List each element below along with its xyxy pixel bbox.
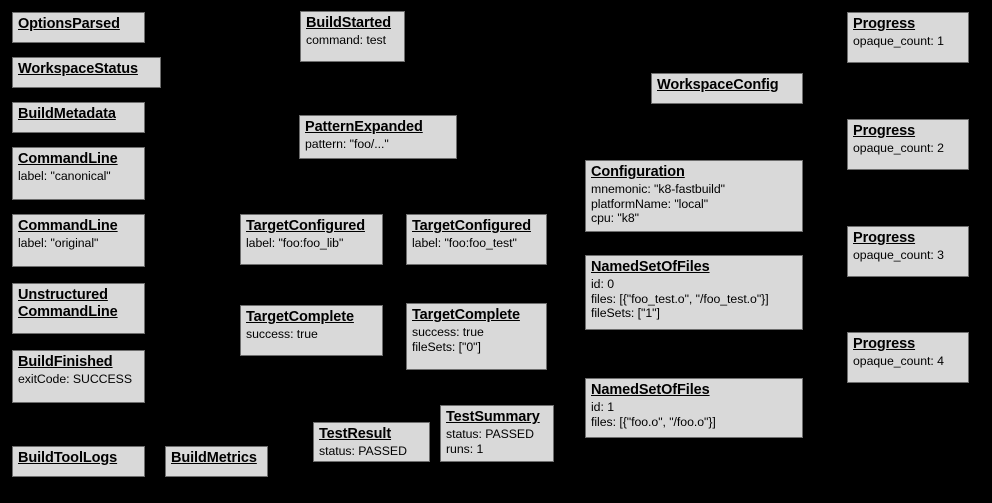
node-fields: opaque_count: 2: [853, 141, 944, 156]
event-node-configuration[interactable]: Configuration mnemonic: "k8-fastbuild" pl…: [585, 160, 803, 232]
event-node-named-set-of-files-1[interactable]: NamedSetOfFiles id: 1 files: [{"foo.o", "…: [585, 378, 803, 438]
node-title: Progress: [853, 16, 916, 32]
node-fields: id: 1 files: [{"foo.o", "/foo.o"}]: [591, 400, 716, 429]
node-fields: status: PASSED: [319, 444, 407, 459]
node-fields: exitCode: SUCCESS: [18, 372, 132, 387]
event-node-target-configured-test[interactable]: TargetConfigured label: "foo:foo_test": [406, 214, 547, 265]
node-title: BuildMetadata: [18, 106, 116, 122]
node-title: Progress: [853, 336, 916, 352]
event-node-pattern-expanded[interactable]: PatternExpanded pattern: "foo/...": [299, 115, 457, 159]
event-node-build-started[interactable]: BuildStarted command: test: [300, 11, 405, 62]
node-fields: status: PASSED runs: 1: [446, 427, 534, 456]
node-title: Progress: [853, 230, 916, 246]
node-fields: command: test: [306, 33, 386, 48]
node-title: Unstructured CommandLine: [18, 287, 118, 321]
node-title: WorkspaceStatus: [18, 61, 138, 77]
node-title: BuildMetrics: [171, 450, 257, 466]
node-fields: opaque_count: 4: [853, 354, 944, 369]
event-node-build-metrics[interactable]: BuildMetrics: [165, 446, 268, 477]
event-node-test-summary[interactable]: TestSummary status: PASSED runs: 1: [440, 405, 554, 462]
event-node-target-complete-test[interactable]: TargetComplete success: true fileSets: ["…: [406, 303, 547, 370]
node-fields: id: 0 files: [{"foo_test.o", "/foo_test.…: [591, 277, 769, 321]
event-node-progress-3[interactable]: Progress opaque_count: 3: [847, 226, 969, 277]
node-fields: pattern: "foo/...": [305, 137, 389, 152]
node-title: Configuration: [591, 164, 685, 180]
event-node-test-result[interactable]: TestResult status: PASSED: [313, 422, 430, 462]
event-node-target-complete-lib[interactable]: TargetComplete success: true: [240, 305, 383, 356]
node-title: BuildStarted: [306, 15, 392, 31]
node-fields: label: "original": [18, 236, 99, 251]
event-node-progress-2[interactable]: Progress opaque_count: 2: [847, 119, 969, 170]
event-node-progress-1[interactable]: Progress opaque_count: 1: [847, 12, 969, 63]
node-title: CommandLine: [18, 218, 118, 234]
node-fields: opaque_count: 1: [853, 34, 944, 49]
node-title: PatternExpanded: [305, 119, 423, 135]
node-fields: label: "foo:foo_test": [412, 236, 517, 251]
event-node-target-configured-lib[interactable]: TargetConfigured label: "foo:foo_lib": [240, 214, 383, 265]
event-node-build-metadata[interactable]: BuildMetadata: [12, 102, 145, 133]
node-fields: success: true fileSets: ["0"]: [412, 325, 484, 354]
node-title: TestSummary: [446, 409, 540, 425]
node-fields: mnemonic: "k8-fastbuild" platformName: "…: [591, 182, 725, 226]
node-fields: label: "foo:foo_lib": [246, 236, 344, 251]
node-title: CommandLine: [18, 151, 118, 167]
event-node-workspace-status[interactable]: WorkspaceStatus: [12, 57, 161, 88]
node-title: WorkspaceConfig: [657, 77, 779, 93]
node-title: OptionsParsed: [18, 16, 120, 32]
event-node-progress-4[interactable]: Progress opaque_count: 4: [847, 332, 969, 383]
node-fields: label: "canonical": [18, 169, 111, 184]
node-title: TargetComplete: [412, 307, 520, 323]
event-node-command-line-original[interactable]: CommandLine label: "original": [12, 214, 145, 267]
node-title: BuildFinished: [18, 354, 113, 370]
node-title: NamedSetOfFiles: [591, 382, 710, 398]
event-node-build-finished[interactable]: BuildFinished exitCode: SUCCESS: [12, 350, 145, 403]
node-fields: opaque_count: 3: [853, 248, 944, 263]
node-fields: success: true: [246, 327, 318, 342]
node-title: TargetConfigured: [412, 218, 531, 234]
node-title: Progress: [853, 123, 916, 139]
event-node-command-line-canonical[interactable]: CommandLine label: "canonical": [12, 147, 145, 200]
event-node-unstructured-cmdline[interactable]: Unstructured CommandLine: [12, 283, 145, 334]
node-title: NamedSetOfFiles: [591, 259, 710, 275]
node-title: TargetConfigured: [246, 218, 365, 234]
event-node-build-tool-logs[interactable]: BuildToolLogs: [12, 446, 145, 477]
event-node-options-parsed[interactable]: OptionsParsed: [12, 12, 145, 43]
event-node-named-set-of-files-0[interactable]: NamedSetOfFiles id: 0 files: [{"foo_test.…: [585, 255, 803, 330]
node-title: TargetComplete: [246, 309, 354, 325]
node-title: TestResult: [319, 426, 392, 442]
node-title: BuildToolLogs: [18, 450, 118, 466]
event-node-workspace-config[interactable]: WorkspaceConfig: [651, 73, 803, 104]
